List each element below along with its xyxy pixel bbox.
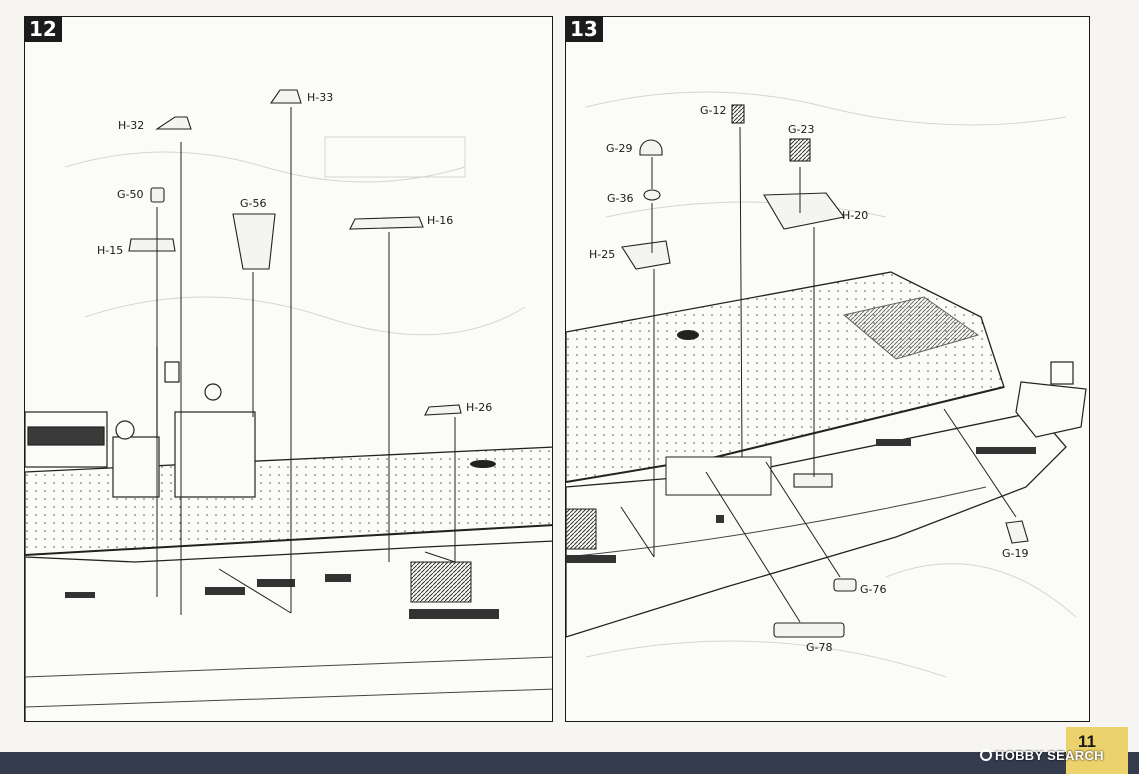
part-label: H-33 [307,91,334,104]
part-label: G-76 [860,583,887,596]
part-label: G-50 [117,188,144,201]
hull-side [25,540,552,721]
watermark: HOBBY SEARCH [980,748,1104,763]
step-number-badge: 13 [566,17,603,42]
side-grille [410,561,472,603]
watermark-logo-icon [980,749,992,761]
hull-side [566,411,1067,638]
page-number-tab [1066,727,1128,774]
step-12-panel: 12 [24,16,553,722]
part-label: H-32 [118,119,145,132]
island-superstructure [25,347,256,498]
part-label: H-25 [589,248,616,261]
side-grille [566,508,597,550]
part-label: G-36 [607,192,634,205]
part-label: H-15 [97,244,124,257]
watermark-text: HOBBY SEARCH [995,748,1104,763]
part-label: G-23 [788,123,815,136]
part-label: G-78 [806,641,833,654]
part-label: G-12 [700,104,727,117]
part-label: H-16 [427,214,454,227]
step-13-illustration [566,91,1087,678]
part-label: G-56 [240,197,267,210]
step-12-illustration [25,89,552,721]
deck-elevator [842,296,980,360]
part-label: G-29 [606,142,633,155]
step-13-panel: 13 [565,16,1090,722]
part-label: H-20 [842,209,869,222]
step-number-badge: 12 [25,17,62,42]
page-number: 11 [1078,732,1096,751]
part-label: H-26 [466,401,493,414]
part-label: G-19 [1002,547,1029,560]
footer-band [0,752,1139,774]
